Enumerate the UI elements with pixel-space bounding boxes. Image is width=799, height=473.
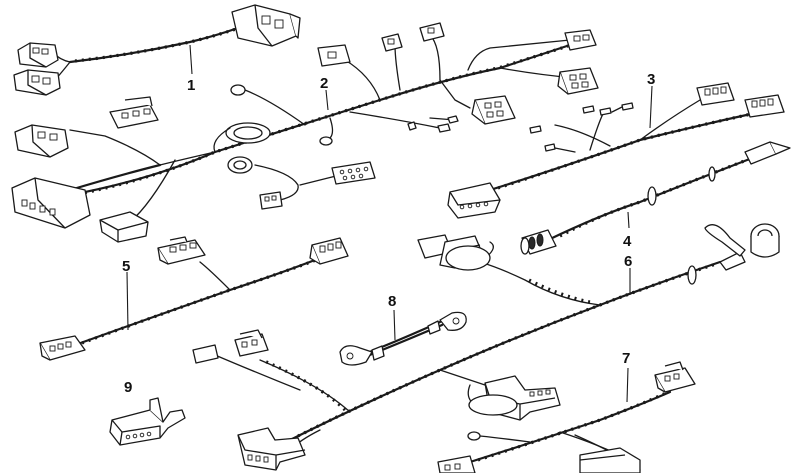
harness-6-connector-d <box>468 375 561 421</box>
harness-6: 6 <box>192 223 780 471</box>
harness-2-connector-k <box>99 211 149 243</box>
harness-2-connector-a <box>317 44 351 67</box>
harness-2-connector-f <box>331 161 376 185</box>
harness-7-connector-a <box>654 361 696 393</box>
callout-6: 6 <box>624 253 632 270</box>
callout-5: 5 <box>122 258 130 275</box>
callout-1: 1 <box>187 77 195 94</box>
harness-5-connector-c <box>39 335 86 361</box>
harness-4-plug <box>520 229 557 255</box>
harness-5: 5 <box>39 236 349 361</box>
harness-6-connector-a <box>417 234 491 271</box>
harness-7-connector-b <box>579 447 641 473</box>
harness-3: 3 <box>447 71 785 219</box>
callout-8: 8 <box>388 293 396 310</box>
harness-5-connector-a <box>157 236 206 265</box>
harness-1-connector-c <box>231 4 301 47</box>
ground-strap-8: 8 <box>339 293 467 366</box>
harness-2-connector-i <box>14 124 69 158</box>
callout-3: 3 <box>647 71 655 88</box>
harness-1-connector-b <box>13 69 61 96</box>
harness-7: 7 <box>437 350 696 473</box>
callout-9: 9 <box>124 379 132 396</box>
harness-2: 2 <box>11 22 599 243</box>
harness-4: 4 <box>520 141 791 255</box>
harness-1-connector-a <box>17 42 59 68</box>
harness-3-connector-c <box>447 182 501 219</box>
harness-2-connector-c <box>564 29 597 51</box>
callout-2: 2 <box>320 75 328 92</box>
harness-2-connector-g <box>259 191 283 210</box>
harness-2-connector-b <box>381 22 445 52</box>
harness-3-connector-a <box>696 82 735 106</box>
harness-2-connector-e <box>439 79 516 125</box>
harness-1: 1 <box>13 4 301 96</box>
callout-7: 7 <box>622 350 630 367</box>
callout-4: 4 <box>623 233 632 250</box>
harness-2-connector-h <box>109 96 159 129</box>
harness-6-connector-c <box>234 329 269 357</box>
connector-9: 9 <box>109 379 186 446</box>
harness-2-connector-d <box>557 67 599 95</box>
harness-3-connector-b <box>744 94 785 118</box>
harness-6-connector-b <box>192 344 219 364</box>
harness-2-connector-j <box>11 177 91 229</box>
harness-6-connector-e <box>237 427 306 471</box>
harness-5-connector-b <box>309 237 349 265</box>
harness-7-connector-c <box>437 455 476 473</box>
